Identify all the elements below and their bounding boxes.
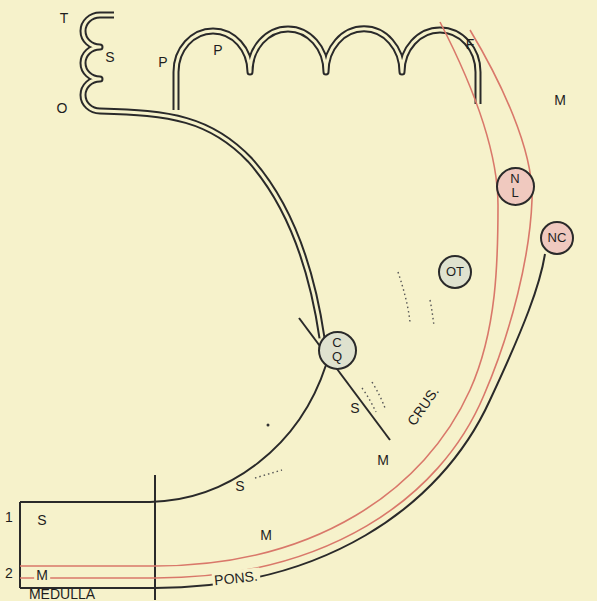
region-label: P — [156, 54, 169, 70]
region-label: S — [348, 400, 361, 416]
region-label: O — [55, 100, 70, 116]
region-label: MEDULLA — [27, 586, 97, 601]
region-label: CRUS. — [403, 382, 443, 430]
nucleus-circle: N L — [496, 167, 535, 206]
region-label: S — [103, 49, 116, 65]
nucleus-circle: NC — [540, 221, 574, 255]
nucleus-label: N L — [509, 172, 522, 199]
region-label: F — [464, 36, 477, 52]
region-label: 2 — [3, 565, 15, 581]
region-label: S — [233, 478, 246, 494]
region-label: P — [211, 42, 224, 58]
region-label: T — [58, 10, 71, 26]
region-label: PONS. — [212, 568, 261, 589]
region-label: M — [34, 567, 50, 583]
region-label: 1 — [3, 509, 15, 525]
nucleus-label: NC — [548, 231, 567, 245]
region-label: M — [258, 527, 274, 543]
region-label: M — [552, 92, 568, 108]
nucleus-circle: OT — [438, 255, 472, 289]
nucleus-circle: C Q — [318, 331, 357, 370]
nucleus-label: OT — [446, 265, 464, 279]
nucleus-label: C Q — [331, 336, 344, 363]
region-label: S — [35, 512, 48, 528]
region-label: M — [375, 452, 391, 468]
